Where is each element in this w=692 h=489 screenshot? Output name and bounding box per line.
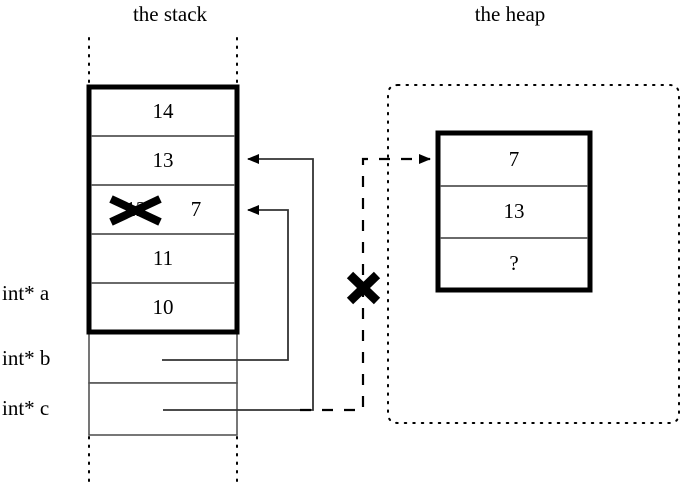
variable-label-a: int* a (2, 281, 50, 305)
stack-array-value-1: 13 (152, 148, 174, 172)
stack-cell-b (88, 331, 238, 384)
variable-label-c: int* c (2, 396, 50, 420)
dangling-heap-pointer-arrow (300, 154, 431, 412)
heap-value-0: 7 (508, 147, 520, 171)
stack-array-block (86, 84, 240, 335)
variable-label-b: int* b (2, 346, 51, 370)
stack-array-value-2-old: 12 (125, 197, 147, 221)
stack-cell-c (88, 382, 238, 436)
dangling-pointer-x-icon (346, 271, 381, 305)
pointer-b-arrow (162, 205, 289, 361)
heap-block (435, 130, 593, 293)
stack-array-value-3: 11 (152, 246, 174, 270)
struck-value-x-icon (109, 195, 162, 226)
stack-title: the stack (132, 2, 208, 26)
heap-value-1: 13 (503, 199, 525, 223)
pointer-c-arrow (163, 154, 314, 411)
heap-value-2: ? (509, 251, 519, 275)
stack-array-value-0: 14 (152, 99, 174, 123)
stack-array-value-4: 10 (152, 295, 174, 319)
stack-array-value-2-new: 7 (190, 197, 202, 221)
heap-region-boundary (387, 84, 680, 424)
heap-title: the heap (474, 2, 546, 26)
